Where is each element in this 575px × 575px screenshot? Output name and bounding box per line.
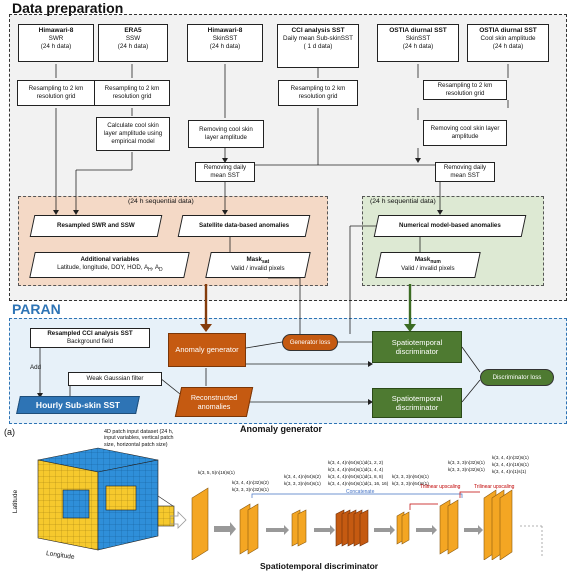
source-name: OSTIA diurnal SST [479, 27, 537, 34]
concatenate-label: Concatenate [346, 489, 375, 495]
source-name: Himawari-8 [38, 27, 74, 34]
layer-k9: k(3, 4, 4)n(64)s(1)d(1, 16, 16) [328, 481, 389, 486]
generator-layers [170, 487, 543, 560]
reconstructed-label: Reconstructed anomalies [190, 393, 238, 411]
source-period: (24 h data) [40, 42, 72, 50]
layer-k2: k(3, 4, 4)n(32)s(2) [232, 480, 269, 485]
weak-gaussian-filter: Weak Gaussian filter [68, 372, 162, 386]
layer-k7: k(3, 4, 4)n(64)s(1)d(1, 4, 4) [328, 467, 384, 472]
source-var: SkinSST [405, 35, 431, 43]
source-himawari-skinsst: Himawari-8 SkinSST (24 h data) [187, 24, 263, 62]
calc-cool-skin-box: Calculate cool skin layer amplitude usin… [96, 117, 170, 151]
source-period: (24 h data) [209, 42, 241, 50]
resample-box: Resampling to 2 km resolution grid [278, 80, 358, 106]
source-name: ERA5 [124, 27, 142, 34]
layer-k14: k(3, 4, 4)n(1)s(1) [492, 469, 527, 474]
source-name: CCI analysis SST [291, 27, 345, 34]
source-var: SkinSST [212, 35, 238, 43]
layer-k12: k(3, 4, 4)n(32)s(1) [492, 455, 529, 460]
layer-k5: k(3, 3, 3)n(64)s(1) [284, 481, 321, 486]
resampled-cci-title: Resampled CCI analysis SST [47, 330, 133, 338]
resample-box: Resampling to 2 km resolution grid [17, 80, 95, 106]
source-ostia-skinsst: OSTIA diurnal SST SkinSST (24 h data) [377, 24, 459, 62]
hourly-subskin-sst: Hourly Sub-skin SST [16, 396, 140, 414]
resampled-cci-background: Resampled CCI analysis SST Background fi… [30, 328, 150, 348]
source-var: SSW [125, 35, 141, 43]
anomaly-generator: Anomaly generator [168, 333, 246, 367]
trilinear-label: Trilinear upscaling [420, 484, 461, 490]
source-name: OSTIA diurnal SST [389, 27, 447, 34]
spatiotemporal-discriminator: Spatiotemporal discriminator [372, 388, 462, 418]
add-label: Add [30, 364, 42, 371]
seq-label: (24 h sequential data) [370, 198, 436, 205]
layer-k8: k(3, 4, 4)n(64)s(1)d(1, 8, 8) [328, 474, 384, 479]
source-period: (24 h data) [492, 42, 524, 50]
source-himawari-swr: Himawari-8 SWR (24 h data) [18, 24, 94, 62]
source-var: SWR [48, 35, 64, 43]
input-cube [37, 447, 175, 551]
source-period: ( 1 d data) [303, 42, 333, 50]
layer-k11: k(3, 3, 3)n(32)s(1) [448, 460, 485, 465]
source-var: Daily mean Sub-skinSST [283, 35, 353, 43]
remove-daily-mean-box: Removing daily mean SST [435, 162, 495, 182]
generator-title: Anomaly generator [240, 424, 323, 434]
source-ostia-coolskin: OSTIA diurnal SST Cool skin amplitude (2… [467, 24, 549, 62]
seq-label: (24 h sequential data) [128, 198, 194, 205]
source-era5-ssw: ERA5 SSW (24 h data) [98, 24, 168, 62]
source-period: (24 h data) [117, 42, 149, 50]
discriminator-loss: Discriminator loss [480, 369, 554, 386]
remove-daily-mean-box: Removing daily mean SST [195, 162, 255, 182]
layer-k13: k(3, 4, 4)n(16)s(1) [492, 462, 529, 467]
source-period: (24 h data) [402, 42, 434, 50]
input-description: 4D patch input dataset (24 h, input vari… [104, 429, 174, 448]
trilinear-label: Trilinear upscaling [474, 484, 515, 490]
layer-k10: k(3, 3, 3)n(64)s(1) [392, 474, 429, 479]
reconstructed-anomalies: Reconstructed anomalies [174, 387, 254, 417]
panel-a-label: (a) [4, 427, 15, 437]
data-prep-title: Data preparation [12, 0, 124, 16]
latitude-label: Latitude [12, 489, 20, 514]
resampled-cci-sub: Background field [66, 338, 114, 345]
source-var: Cool skin amplitude [480, 35, 536, 43]
resample-box: Resampling to 2 km resolution grid [423, 80, 507, 100]
source-cci-sst: CCI analysis SST Daily mean Sub-skinSST … [277, 24, 359, 68]
layer-k10b: k(3, 3, 3)n(64)s(1) [392, 481, 429, 486]
remove-cool-skin-box: Removing cool skin layer amplitude [188, 120, 264, 148]
generator-loss: Generator loss [282, 334, 338, 351]
hourly-subskin-label: Hourly Sub-skin SST [35, 399, 121, 410]
paran-title: PARAN [12, 301, 61, 317]
spatiotemporal-discriminator: Spatiotemporal discriminator [372, 331, 462, 363]
source-name: Himawari-8 [207, 27, 243, 34]
layer-k11b: k(3, 3, 3)n(32)s(1) [448, 467, 485, 472]
layer-k1: k(3, 5, 5)n(16)s(1) [198, 470, 235, 475]
layer-k6: k(3, 4, 4)n(64)s(1)d(1, 2, 2) [328, 460, 384, 465]
layer-k3: k(3, 3, 3)n(32)s(1) [232, 487, 269, 492]
resample-box: Resampling to 2 km resolution grid [94, 80, 170, 106]
layer-k4: k(3, 4, 4)n(64)s(2) [284, 474, 321, 479]
discriminator-title: Spatiotemporal discriminator [260, 561, 379, 571]
remove-cool-skin-box: Removing cool skin layer amplitude [423, 120, 507, 146]
